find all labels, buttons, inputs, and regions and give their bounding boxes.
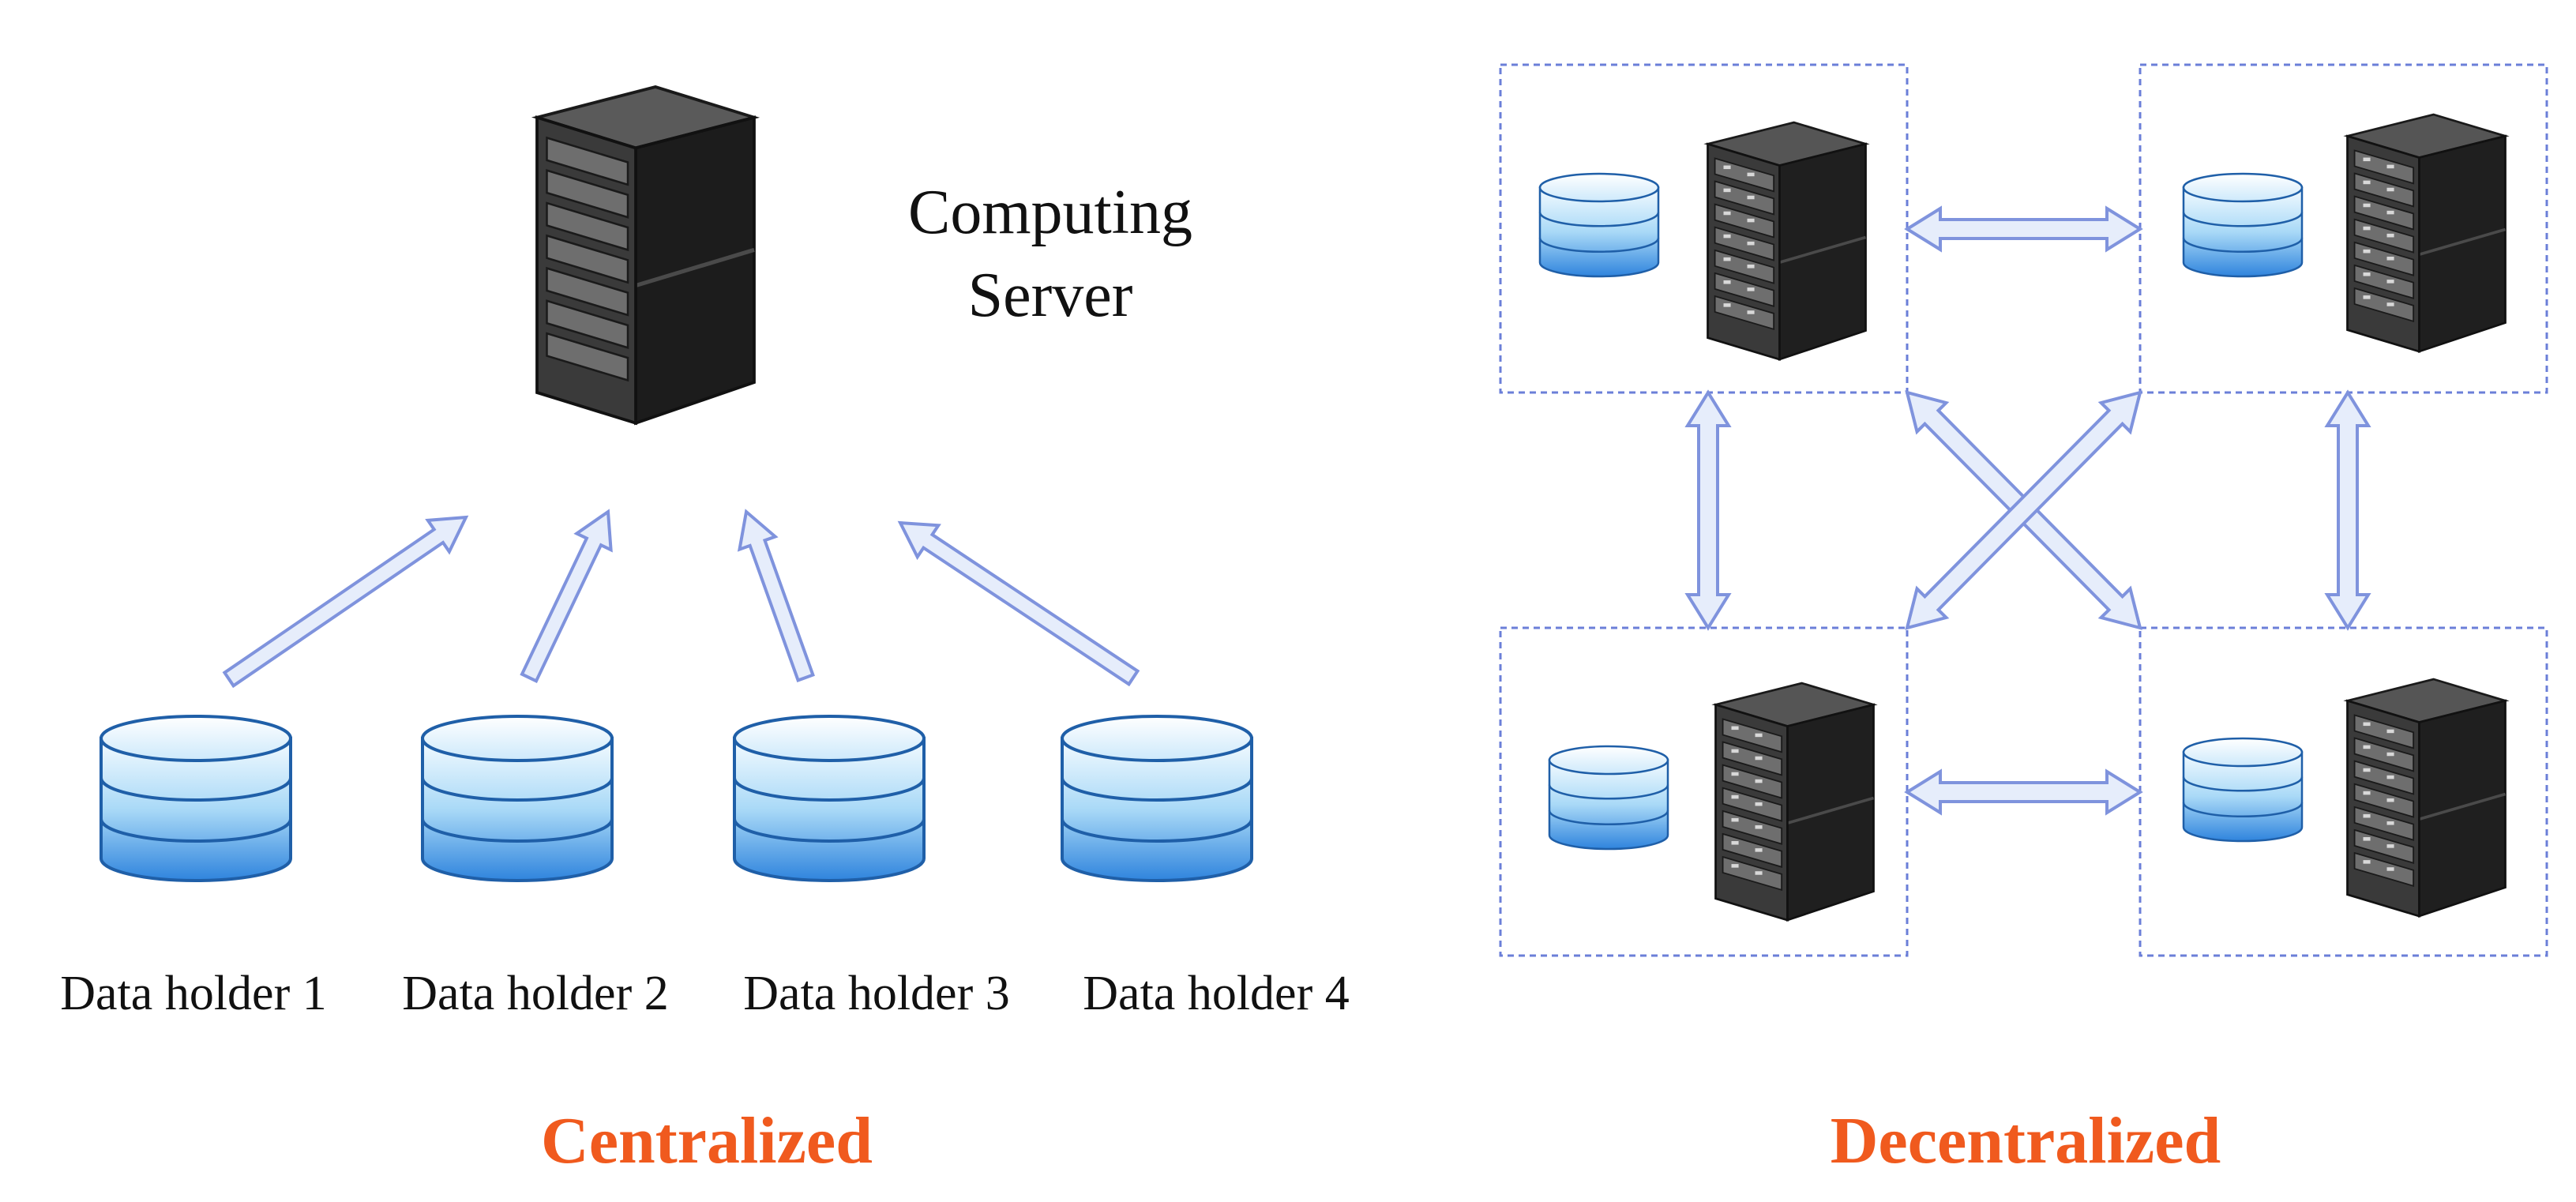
node-top-left (1538, 121, 1868, 361)
double-headed-arrow-icon (1904, 768, 2143, 816)
data-holder-4-label: Data holder 4 (1083, 967, 1349, 1020)
node-top-right (2182, 113, 2507, 353)
server-rack-icon (1706, 121, 1868, 361)
single-arrow-icon (520, 509, 613, 683)
database-cylinder-icon (100, 715, 292, 882)
node-box-top-left (1499, 63, 1909, 394)
server-rack-icon (2345, 678, 2507, 918)
server-rack-icon (1714, 682, 1876, 922)
node-bottom-right (2182, 678, 2507, 918)
central-arrows (222, 509, 1140, 689)
double-headed-arrow-icon (1684, 389, 1732, 631)
decentralized-caption: Decentralized (1831, 1104, 2221, 1178)
data-holder-3 (733, 715, 926, 882)
decentral-arrows (1684, 205, 2371, 816)
database-cylinder-icon (2182, 737, 2304, 843)
data-holder-1-label: Data holder 1 (60, 967, 326, 1020)
data-holder-4 (1061, 715, 1253, 882)
double-headed-arrow-icon (2324, 389, 2371, 631)
database-cylinder-icon (1061, 715, 1253, 882)
double-headed-arrow-icon (1904, 205, 2143, 253)
decentralized-panel: Decentralized (1499, 63, 2548, 1178)
node-box-bottom-left (1499, 626, 1909, 957)
server-label-line1: Computing (908, 178, 1192, 247)
server-rack-icon (531, 85, 760, 426)
data-holder-2 (421, 715, 614, 882)
node-bottom-left (1548, 682, 1876, 922)
double-headed-arrow-icon (1905, 390, 2142, 630)
centralized-caption: Centralized (541, 1104, 873, 1178)
single-arrow-icon (222, 515, 469, 689)
data-holder-1 (100, 715, 292, 882)
database-cylinder-icon (733, 715, 926, 882)
server-rack-icon (2345, 113, 2507, 353)
database-cylinder-icon (1548, 745, 1669, 851)
data-holder-2-label: Data holder 2 (402, 967, 668, 1020)
single-arrow-icon (737, 509, 815, 682)
database-cylinder-icon (2182, 172, 2304, 278)
server-label-line2: Server (968, 261, 1133, 330)
database-cylinder-icon (421, 715, 614, 882)
centralized-panel: Computing Server Data holder 1 Data hold… (60, 85, 1350, 1178)
database-cylinder-icon (1538, 172, 1660, 278)
single-arrow-icon (897, 520, 1140, 687)
data-holder-3-label: Data holder 3 (743, 967, 1009, 1020)
